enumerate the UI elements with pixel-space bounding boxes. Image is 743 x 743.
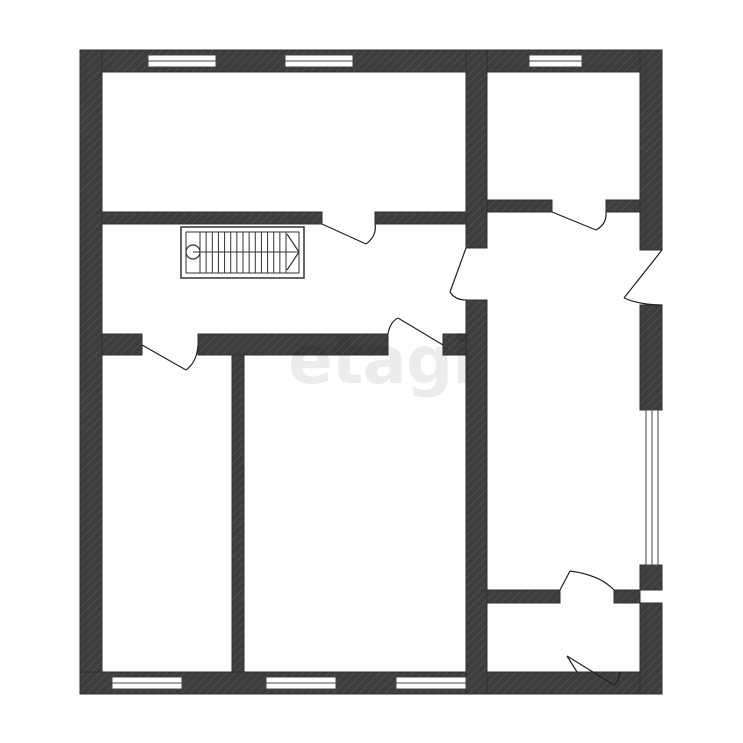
- wall-vertical-bottom: [231, 354, 245, 673]
- wall-h-top-right-a: [486, 199, 553, 213]
- doors: [141, 211, 663, 686]
- wall-h-mid-b: [197, 333, 389, 356]
- wall-h-mid-a: [101, 333, 143, 356]
- window-bottom-3: [395, 676, 467, 690]
- wall-outer-right-middle: [639, 304, 663, 411]
- wall-h-top-left-a: [101, 211, 323, 225]
- room-bottom-middle: [244, 355, 466, 672]
- window-top-3: [528, 54, 583, 68]
- corridor-right: [487, 212, 640, 590]
- door-bottom-middle-room: [387, 317, 444, 346]
- window-top-2: [284, 54, 354, 68]
- windows: [111, 54, 659, 690]
- room-bottom-left: [102, 355, 232, 672]
- door-exterior-right: [623, 249, 663, 306]
- wall-outer-right-lower: [639, 564, 663, 591]
- door-top-right-room: [551, 211, 607, 231]
- room-top-right: [487, 72, 640, 200]
- watermark-logo: etagi: [288, 322, 475, 399]
- door-bottom-left-room: [141, 344, 199, 371]
- wall-h-top-left-b: [374, 211, 467, 225]
- wall-outer-right-upper: [639, 49, 663, 251]
- room-bottom-right: [487, 603, 640, 672]
- window-bottom-1: [111, 676, 183, 690]
- stairs-arrow-icon: [286, 233, 300, 271]
- door-corridor-lower: [559, 570, 615, 591]
- wall-outer-right-bottom: [639, 602, 663, 695]
- room-top-left: [102, 72, 466, 212]
- wall-vertical-top: [465, 49, 488, 249]
- wall-h-bottom-right-a: [486, 589, 561, 604]
- walls: [79, 49, 663, 695]
- door-top-left-room: [321, 223, 376, 245]
- wall-h-bottom-right-b: [613, 589, 641, 604]
- wall-vertical-right: [465, 299, 488, 695]
- window-top-1: [147, 54, 217, 68]
- stairs: [180, 226, 305, 279]
- window-bottom-2: [265, 676, 337, 690]
- window-right: [645, 409, 659, 566]
- door-hall-to-corridor: [449, 247, 467, 301]
- wall-outer-left: [79, 49, 103, 695]
- wall-h-top-right-b: [605, 199, 641, 213]
- rooms: [102, 72, 640, 672]
- stairs-start-marker: [185, 244, 201, 260]
- door-bottom-right-room: [566, 655, 621, 686]
